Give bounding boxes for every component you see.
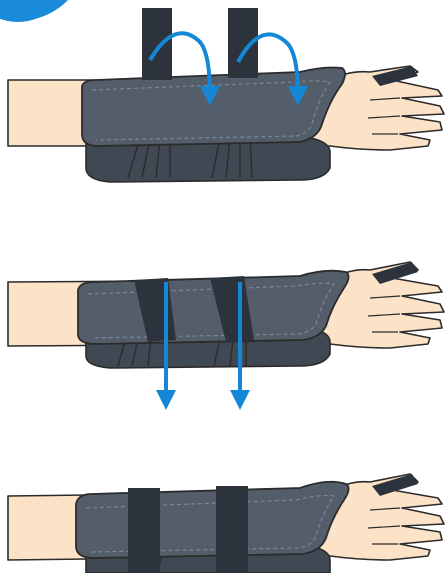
- finger-lines: [367, 97, 401, 135]
- thumb-strap: [372, 474, 418, 496]
- finger-lines: [367, 295, 401, 333]
- strap-1[interactable]: [128, 488, 160, 573]
- brace-lacing: [127, 137, 253, 179]
- brace-panel: [81, 66, 346, 147]
- step-3-panel: [7, 473, 445, 573]
- strap-2[interactable]: [210, 276, 254, 342]
- step-1-panel: [7, 8, 445, 183]
- curved-arrow-icon: [236, 32, 308, 106]
- step-badge-circle: [0, 0, 61, 22]
- curved-arrow-icon: [148, 31, 220, 106]
- step-2-panel: [7, 261, 445, 410]
- finger-lines: [367, 507, 401, 545]
- thumb-strap: [372, 66, 418, 86]
- strap-1[interactable]: [142, 8, 172, 80]
- brace-panel: [75, 480, 350, 559]
- thumb-strap: [372, 262, 418, 284]
- brace-stitch: [91, 80, 332, 141]
- strap-2[interactable]: [216, 486, 248, 573]
- brace-tray: [85, 135, 331, 183]
- brace-stitch: [85, 494, 336, 553]
- brace-stitch: [87, 282, 336, 339]
